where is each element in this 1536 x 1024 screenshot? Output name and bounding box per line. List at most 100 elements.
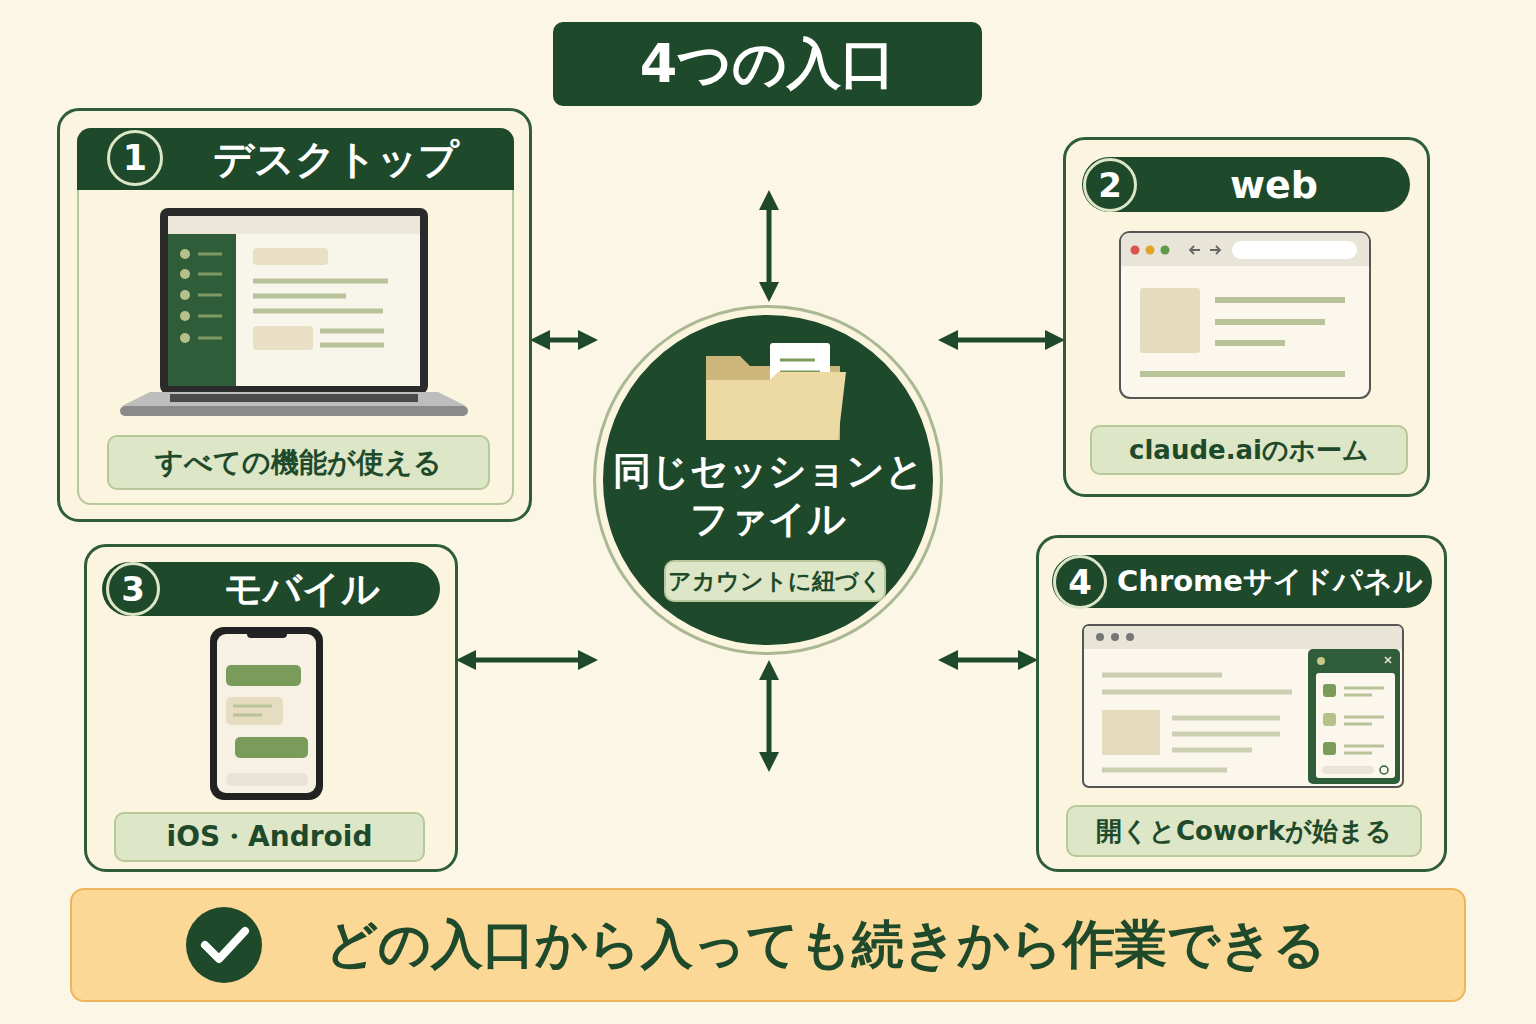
line — [1140, 371, 1345, 377]
dot — [180, 249, 190, 259]
nav-arrows — [1190, 246, 1220, 254]
panel-heading: デスクトップ — [157, 128, 514, 190]
content-block — [1102, 710, 1160, 755]
line — [1344, 745, 1384, 748]
chat-icon — [1323, 742, 1336, 755]
sidebar — [168, 234, 236, 386]
line — [1215, 297, 1345, 303]
phone-body — [210, 627, 323, 800]
pill-text: アカウントに紐づく — [668, 566, 883, 597]
line — [1102, 673, 1222, 678]
chat-bubble — [226, 697, 283, 725]
summary-band: どの入口から入っても続きから作業できる — [70, 888, 1466, 1002]
sync-arrow — [466, 658, 588, 663]
deco-arrow — [767, 670, 772, 762]
line — [780, 371, 820, 374]
sync-arrow — [948, 338, 1055, 343]
entry-panel: 4Chromeサイドパネル開くとCoworkが始まる — [1036, 535, 1447, 872]
line — [320, 343, 384, 348]
folder-icon — [706, 343, 846, 440]
pill-text: iOS・Android — [167, 818, 373, 856]
sync-arrow — [948, 658, 1028, 663]
sync-arrow — [540, 338, 588, 343]
content-lines — [253, 281, 388, 345]
title-banner: 4つの入口 — [553, 22, 982, 106]
line — [253, 294, 346, 299]
window-dot — [1126, 633, 1134, 641]
entry-panel: 1デスクトップすべての機能が使える — [57, 108, 532, 522]
sidebar-dots — [180, 249, 190, 343]
pill-text: すべての機能が使える — [155, 444, 442, 482]
browser-illustration — [1120, 232, 1370, 398]
line — [1215, 340, 1285, 346]
deco-arrow — [767, 200, 772, 292]
pill-text: claude.aiのホーム — [1129, 433, 1369, 468]
line — [198, 273, 222, 276]
line — [1172, 748, 1252, 753]
line — [1344, 716, 1384, 719]
laptop-base — [122, 392, 466, 406]
document — [770, 343, 830, 425]
keyboard — [170, 394, 418, 402]
window-dot — [1096, 633, 1104, 641]
window-dot — [1111, 633, 1119, 641]
panel-body — [1316, 673, 1395, 778]
line — [780, 359, 815, 362]
sidebar-lines — [198, 254, 222, 338]
line — [233, 705, 272, 708]
line — [1102, 768, 1227, 773]
panel-lines — [1344, 688, 1384, 753]
content-block — [253, 248, 328, 265]
label-pill: すべての機能が使える — [107, 435, 490, 490]
panel-heading: web — [1138, 157, 1410, 212]
laptop-screen — [168, 216, 420, 386]
line — [1102, 690, 1292, 695]
callout-number: 2 — [1083, 158, 1137, 212]
panel-heading: Chromeサイドパネル — [1108, 555, 1432, 608]
laptop-bezel — [160, 208, 428, 394]
label-pill: iOS・Android — [114, 812, 425, 862]
browser-frame — [1120, 232, 1370, 398]
content-lines — [1140, 300, 1345, 374]
line — [253, 309, 383, 314]
callout-number: 1 — [107, 130, 163, 186]
folder-front — [706, 372, 846, 440]
laptop-illustration — [120, 208, 468, 416]
dot — [180, 269, 190, 279]
line — [1344, 694, 1372, 697]
chrome-illustration — [1083, 625, 1403, 787]
chat-icon — [1323, 713, 1336, 726]
panel-heading: モバイル — [164, 562, 440, 616]
input-bar — [226, 773, 308, 786]
chat-bubble — [235, 737, 308, 758]
line — [320, 329, 384, 334]
line — [1344, 687, 1384, 690]
window-dot — [1131, 246, 1140, 255]
callout-number: 4 — [1053, 555, 1107, 609]
laptop-edge — [120, 406, 468, 416]
pill-text: 開くとCoworkが始まる — [1096, 814, 1392, 849]
line — [1344, 723, 1372, 726]
summary-text: どの入口から入っても続きから作業できる — [325, 890, 1326, 1000]
phone-screen — [217, 634, 316, 793]
label-pill: claude.aiのホーム — [1090, 425, 1408, 475]
dot — [180, 290, 190, 300]
close-mark — [1385, 657, 1391, 663]
window-dot — [1161, 246, 1170, 255]
label-pill: アカウントに紐づく — [664, 560, 886, 602]
phone-illustration — [210, 627, 323, 800]
browser-bar — [1121, 233, 1369, 266]
content-lines — [1102, 675, 1292, 770]
line — [1215, 319, 1325, 325]
check-circle — [186, 907, 262, 983]
line — [233, 714, 262, 717]
window-dot — [1146, 246, 1155, 255]
check-mark — [205, 931, 245, 959]
side-panel — [1308, 649, 1400, 784]
dot — [180, 311, 190, 321]
line — [253, 279, 388, 284]
entry-panel: 2web claude.aiのホーム — [1063, 137, 1430, 497]
line — [1344, 752, 1372, 755]
title-text: 4つの入口 — [640, 28, 896, 101]
